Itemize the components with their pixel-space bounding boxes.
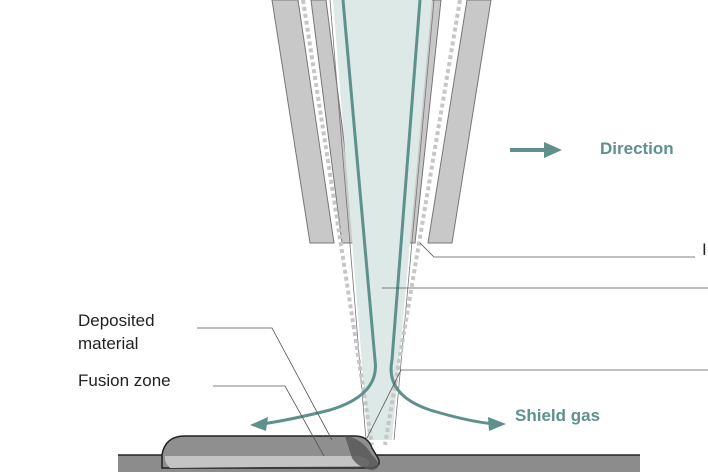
outer-nozzle-left: [271, 0, 335, 244]
powder-stream-left: [301, 0, 374, 446]
arrow-head-left: [250, 417, 268, 431]
direction-arrow-icon: [544, 142, 562, 158]
shield-gas-flow-left: [261, 0, 377, 426]
shield-gas-label: Shield gas: [515, 406, 601, 425]
cut-off-label: I: [702, 240, 707, 259]
deposited-material-label-line2: material: [78, 334, 139, 353]
fusion-zone: [164, 456, 369, 468]
direction-label: Direction: [600, 139, 674, 158]
deposited-material-label-line1: Deposited: [78, 311, 155, 330]
powder-stream-right: [383, 0, 462, 446]
arrow-head-right: [488, 417, 506, 431]
melt-pool: [345, 436, 379, 470]
shield-gas-flow-right: [389, 0, 496, 426]
outer-nozzle-right: [427, 0, 492, 244]
laser-beam: [333, 0, 432, 440]
fusion-zone-label: Fusion zone: [78, 371, 171, 390]
